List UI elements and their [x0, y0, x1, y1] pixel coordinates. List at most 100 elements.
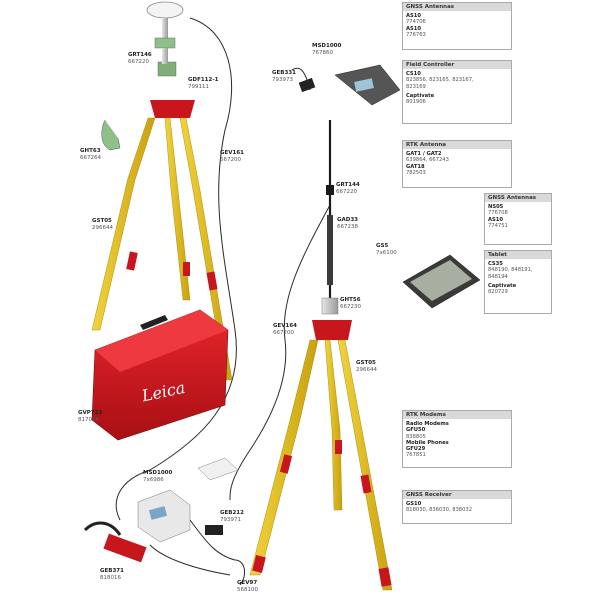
- right-tripod: [249, 297, 393, 591]
- panel-code: 818030, 836030, 838032: [406, 507, 473, 514]
- callout-name: GEB212: [220, 510, 244, 516]
- pole-icon: [326, 120, 334, 310]
- callout-gst05b: GST05 296644: [356, 360, 377, 373]
- callout-name: MSD1000: [143, 470, 173, 476]
- panel-model: GAT1 / GAT2: [406, 151, 442, 157]
- callout-code: 667220: [336, 188, 357, 195]
- panel-model: Captivate: [406, 92, 435, 99]
- panel-code: 823856, 823165, 823167,: [406, 77, 474, 84]
- callout-code: 767860: [312, 49, 333, 56]
- panel-model: NS05: [488, 204, 504, 210]
- callout-gs-bracket: GS5 7x6100: [376, 243, 397, 256]
- panel-model: GFU29: [406, 446, 426, 453]
- antenna-icon: [146, 1, 184, 19]
- callout-code: 296644: [356, 366, 377, 373]
- callout-name: GRT144: [336, 182, 360, 188]
- controller-icon: [298, 64, 401, 106]
- callout-name: GHT56: [340, 297, 361, 303]
- tablet-icon: [402, 254, 481, 309]
- callout-geb331: GEB331 793973: [272, 70, 296, 83]
- panel-title: GNSS Antennas: [403, 3, 511, 11]
- left-tripod: [91, 1, 233, 381]
- panel-model: Mobile Phones: [406, 439, 449, 446]
- panel-model: AS10: [406, 13, 421, 19]
- panel-code: 820729: [488, 289, 508, 296]
- callout-code: 793971: [220, 516, 241, 523]
- callout-name: GST05: [356, 360, 376, 366]
- panel-model: AS10: [488, 216, 503, 223]
- panel-model: GS10: [406, 501, 422, 507]
- callout-gdf112: GDF112-1 799111: [188, 77, 218, 90]
- callout-grt146: GRT146 667220: [128, 52, 152, 65]
- callout-name: GEV97: [237, 580, 258, 586]
- panel-title: GNSS Receiver: [403, 491, 511, 499]
- callout-name: GST05: [92, 218, 112, 224]
- panel-model: AS10: [406, 25, 421, 32]
- callout-msd1000: MSD1000 767860: [312, 43, 341, 56]
- callout-grt144: GRT144 667220: [336, 182, 360, 195]
- callout-gvp723: GVP723 817066: [78, 410, 102, 423]
- callout-name: GRT146: [128, 52, 152, 58]
- callout-code: 7x6986: [143, 476, 164, 483]
- panel-title: Tablet: [485, 251, 551, 259]
- panel-title: RTK Modems: [403, 411, 511, 419]
- callout-geb212: GEB212 793971: [220, 510, 244, 523]
- callout-name: GVP723: [78, 410, 103, 416]
- callout-geb371: GEB371 818016: [100, 568, 124, 581]
- callout-gev161: GEV161 667200: [220, 150, 244, 163]
- panel-code: 801906: [406, 99, 426, 106]
- panel-model: GAT18: [406, 163, 425, 170]
- radio-icon: [197, 457, 239, 535]
- panel-model: Captivate: [488, 282, 517, 289]
- callout-code: 667200: [273, 329, 294, 336]
- callout-code: 667238: [337, 223, 358, 230]
- callout-msd1000b: MSD1000 7x6986: [143, 470, 172, 483]
- callout-code: 667220: [128, 58, 149, 65]
- callout-code: 667200: [220, 156, 241, 163]
- panel-model: GFU50: [406, 427, 426, 434]
- callout-name: GDF112-1: [188, 77, 219, 83]
- callout-code: 7x6100: [376, 249, 397, 256]
- callout-code: 818016: [100, 574, 121, 581]
- callout-name: GEB371: [100, 568, 124, 574]
- callout-gst05: GST05 296644: [92, 218, 113, 231]
- panel-code: 838805: [406, 433, 426, 440]
- callout-name: GEV164: [273, 323, 298, 329]
- callout-gad33: GAD33 667238: [337, 217, 358, 230]
- callout-name: GS5: [376, 243, 389, 249]
- case-icon: Leica: [91, 309, 229, 441]
- callout-code: 793973: [272, 76, 293, 83]
- callout-name: GHT63: [80, 148, 101, 154]
- panel-code: 774751: [488, 222, 508, 229]
- callout-name: GAD33: [337, 217, 358, 223]
- callout-code: 296644: [92, 224, 113, 231]
- panel-title: GNSS Antennas: [485, 194, 551, 202]
- receiver-icon: [137, 489, 191, 543]
- panel-code: 782503: [406, 169, 426, 176]
- callout-gev97: GEV97 568100: [237, 580, 258, 593]
- callout-code: 667264: [80, 154, 101, 161]
- callout-code: 568100: [237, 586, 258, 593]
- panel-code: 767851: [406, 452, 426, 459]
- panel-title: RTK Antenna: [403, 141, 511, 149]
- panel-code: 848190, 848191,: [488, 267, 533, 274]
- panel-code: 848194: [488, 273, 508, 280]
- panel-code: 639864, 667243: [406, 157, 449, 164]
- panel-model: CS10: [406, 71, 421, 77]
- battery-icon: [83, 521, 147, 563]
- panel-code: 823169: [406, 83, 426, 90]
- callout-name: GEB331: [272, 70, 296, 76]
- panel-code: 774706: [406, 19, 426, 26]
- callout-ght56: GHT56 667230: [340, 297, 361, 310]
- callout-code: 799111: [188, 83, 209, 90]
